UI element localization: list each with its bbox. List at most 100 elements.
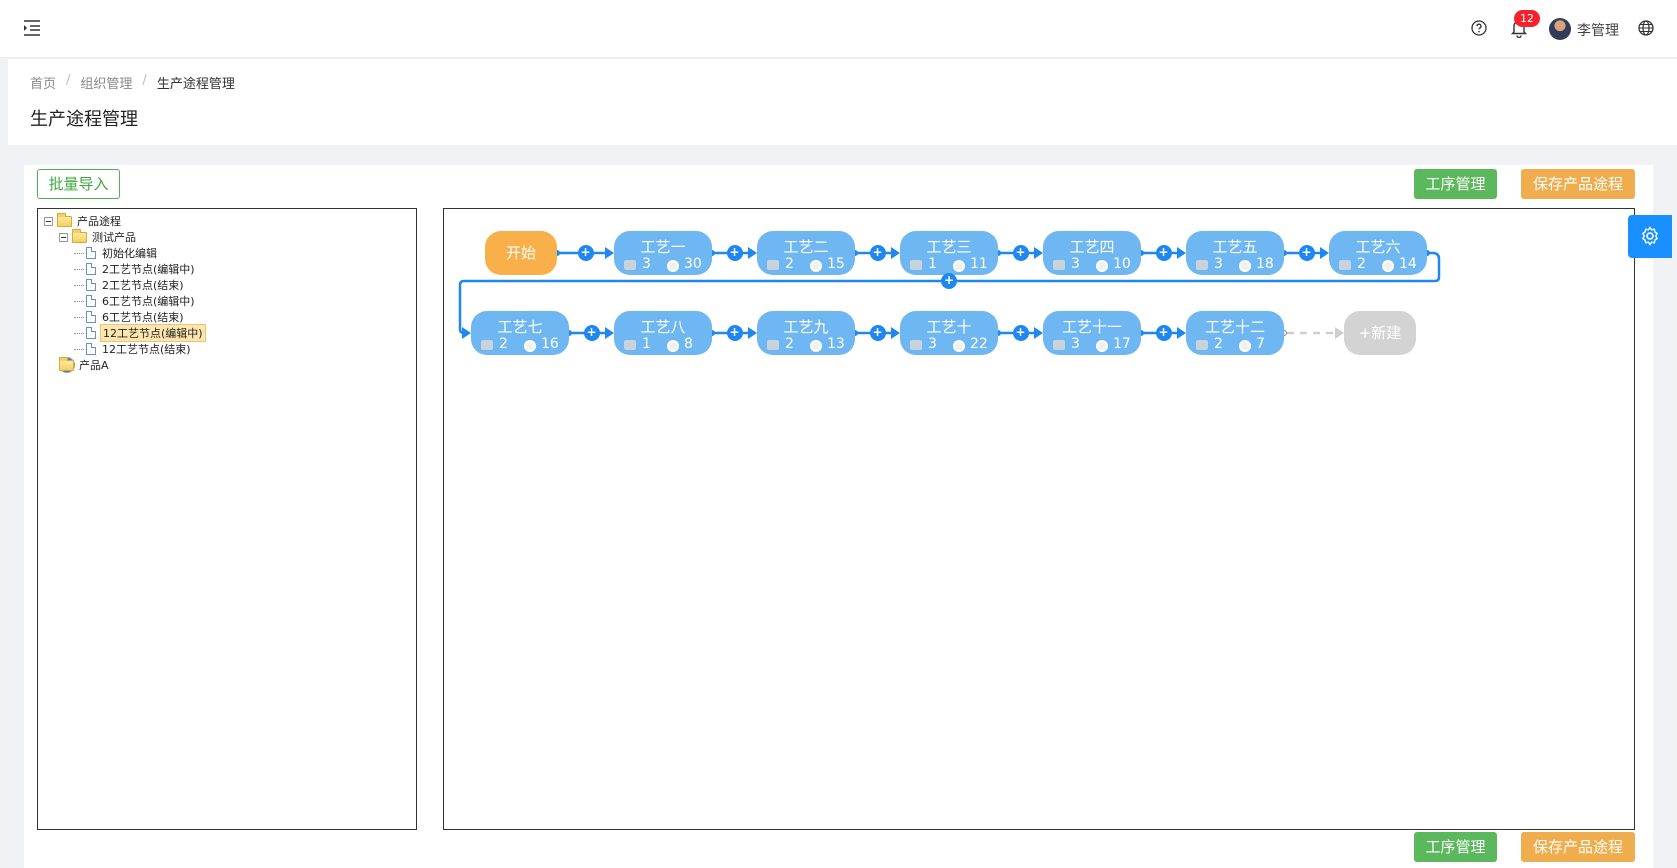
- folder-icon: [59, 356, 74, 371]
- globe-icon[interactable]: [1638, 20, 1654, 36]
- insert-node-button[interactable]: +: [577, 245, 594, 261]
- insert-node-button[interactable]: +: [941, 273, 957, 289]
- tree-node-label[interactable]: 测试产品: [92, 231, 136, 244]
- tree-node-label[interactable]: 初始化编辑: [102, 247, 157, 260]
- tree-node-label[interactable]: 产品A: [79, 359, 109, 372]
- tree-node-label[interactable]: 6工艺节点(编辑中): [102, 295, 195, 308]
- tree-node[interactable]: 初始化编辑: [44, 245, 206, 261]
- tree-connector: [74, 348, 84, 350]
- folder-icon: [57, 212, 72, 227]
- username[interactable]: 李管理: [1577, 23, 1619, 39]
- tree-node-label[interactable]: 2工艺节点(结束): [102, 279, 184, 292]
- save-route-button-bottom[interactable]: 保存产品途程: [1521, 832, 1635, 862]
- tree-node[interactable]: 12工艺节点(结束): [44, 341, 206, 357]
- arrow-head: [1177, 247, 1186, 259]
- clock-icon: [1239, 260, 1251, 272]
- settings-drawer-button[interactable]: [1628, 215, 1672, 258]
- avatar[interactable]: [1549, 18, 1571, 40]
- route-tree-panel: 产品途程测试产品初始化编辑 2工艺节点(编辑中) 2工艺节点(结束) 6工艺节点(编辑…: [37, 208, 417, 830]
- device-count: 2: [1214, 336, 1223, 352]
- tree-node[interactable]: 产品A: [44, 356, 206, 373]
- tree-connector: [74, 300, 84, 302]
- collapse-icon[interactable]: [44, 216, 53, 226]
- process-node-label: 工艺五: [1212, 238, 1258, 256]
- clock-icon: [1096, 340, 1108, 352]
- start-node[interactable]: 开始: [485, 231, 557, 275]
- add-node-button[interactable]: +新建: [1344, 311, 1416, 355]
- collapse-icon[interactable]: [59, 232, 68, 242]
- tree-node-label[interactable]: 产品途程: [77, 215, 121, 228]
- tree-node[interactable]: 12工艺节点(编辑中): [44, 324, 206, 342]
- tree-node-label[interactable]: 12工艺节点(编辑中): [100, 324, 206, 342]
- clock-icon: [1239, 340, 1251, 352]
- batch-import-button[interactable]: 批量导入: [37, 169, 120, 199]
- insert-node-button[interactable]: +: [1298, 245, 1315, 261]
- insert-node-button[interactable]: +: [726, 245, 743, 261]
- process-time: 16: [541, 336, 559, 352]
- process-time: 22: [970, 336, 988, 352]
- breadcrumb-org[interactable]: 组织管理: [80, 77, 133, 92]
- tree-node[interactable]: 6工艺节点(编辑中): [44, 293, 206, 309]
- top-header: 12 李管理: [0, 0, 1677, 58]
- breadcrumb-home[interactable]: 首页: [30, 77, 57, 92]
- clock-icon: [810, 340, 822, 352]
- arrow-head: [1177, 327, 1186, 339]
- save-route-button[interactable]: 保存产品途程: [1521, 169, 1635, 199]
- insert-node-button[interactable]: +: [869, 325, 886, 341]
- clock-icon: [1382, 260, 1394, 272]
- route-tree: 产品途程测试产品初始化编辑 2工艺节点(编辑中) 2工艺节点(结束) 6工艺节点(编辑…: [44, 212, 206, 373]
- process-node-label: 工艺十一: [1061, 318, 1122, 336]
- tree-node[interactable]: 6工艺节点(结束): [44, 309, 206, 325]
- tree-node-label[interactable]: 2工艺节点(编辑中): [102, 263, 195, 276]
- tree-node-label[interactable]: 6工艺节点(结束): [102, 311, 184, 324]
- insert-node-button[interactable]: +: [583, 325, 600, 341]
- tree-node[interactable]: 测试产品: [44, 228, 206, 245]
- arrow-head: [462, 327, 471, 339]
- process-time: 13: [827, 336, 845, 352]
- insert-node-button[interactable]: +: [869, 245, 886, 261]
- process-node-label: 工艺九: [783, 318, 829, 336]
- insert-node-button[interactable]: +: [726, 325, 743, 341]
- page-header: 首页 / 组织管理 / 生产途程管理 生产途程管理: [8, 59, 1677, 145]
- insert-node-button[interactable]: +: [1012, 325, 1029, 341]
- insert-node-button[interactable]: +: [1012, 245, 1029, 261]
- device-count: 1: [642, 336, 651, 352]
- menu-fold-icon[interactable]: [22, 18, 42, 38]
- tree-connector: [74, 332, 84, 334]
- arrow-head: [891, 247, 900, 259]
- device-icon: [1053, 340, 1065, 350]
- help-icon[interactable]: [1471, 20, 1487, 36]
- file-icon: [86, 279, 96, 291]
- device-icon: [1339, 260, 1351, 270]
- process-node-label: 工艺三: [926, 238, 972, 256]
- process-node-label: 工艺一: [640, 238, 686, 256]
- clock-icon: [667, 340, 679, 352]
- clock-icon: [667, 260, 679, 272]
- process-management-button-bottom[interactable]: 工序管理: [1414, 832, 1497, 862]
- device-icon: [767, 260, 779, 270]
- clock-icon: [953, 260, 965, 272]
- process-time: 17: [1113, 336, 1131, 352]
- tree-node[interactable]: 2工艺节点(结束): [44, 277, 206, 293]
- insert-node-button[interactable]: +: [1155, 325, 1172, 341]
- tree-node-label[interactable]: 12工艺节点(结束): [102, 343, 191, 356]
- tree-node[interactable]: 产品途程: [44, 212, 206, 229]
- tree-node[interactable]: 2工艺节点(编辑中): [44, 261, 206, 277]
- insert-node-button[interactable]: +: [1155, 245, 1172, 261]
- device-count: 2: [499, 336, 508, 352]
- process-management-button[interactable]: 工序管理: [1414, 169, 1497, 199]
- tree-connector: [74, 284, 84, 286]
